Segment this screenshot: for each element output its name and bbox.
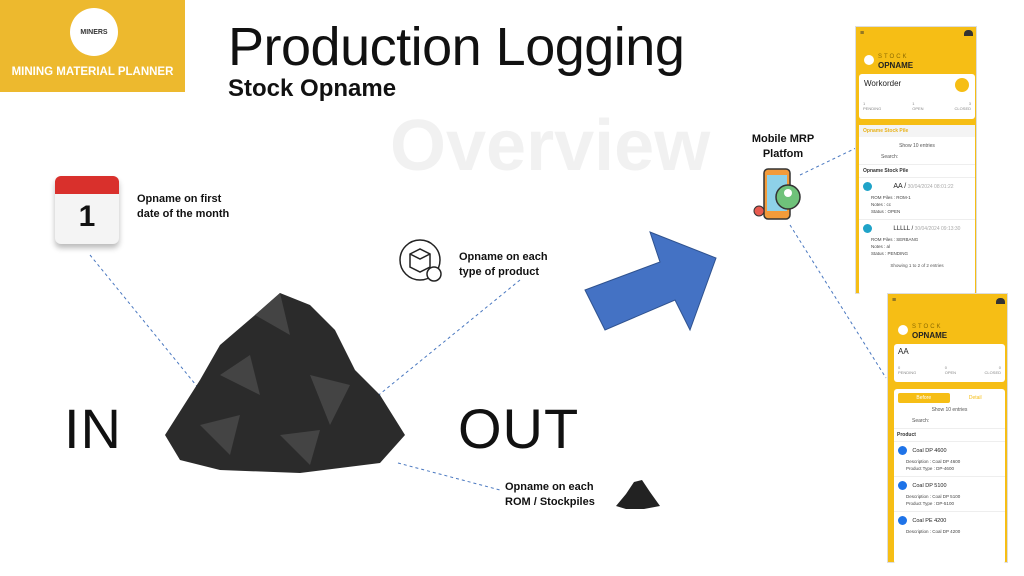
column-header[interactable]: Product [894, 428, 1005, 442]
flow-arrow [584, 231, 717, 332]
item-icon [863, 182, 872, 191]
brand-name: MINING MATERIAL PLANNER [11, 66, 174, 78]
miners-badge: MINERS [70, 8, 118, 56]
label-product: Opname on each type of product [459, 251, 548, 278]
expand-icon[interactable] [898, 446, 907, 455]
calendar-day: 1 [78, 200, 96, 233]
stock-opname-logo-icon [864, 55, 874, 65]
menu-icon[interactable]: ≡ [860, 30, 865, 37]
connector-phone1 [799, 147, 857, 176]
calendar-icon: 1 [55, 176, 119, 244]
brand-bottom: OPNAME [878, 61, 914, 70]
connector-phone2 [789, 224, 887, 379]
small-coal-icon [616, 480, 660, 509]
show-entries[interactable]: Show 10 entries [931, 407, 968, 413]
label-in: IN [64, 397, 122, 460]
product-table-card: Before Detail Show 10 entries Search: Pr… [894, 389, 1005, 564]
miners-icon [996, 298, 1005, 304]
tab-detail[interactable]: Detail [968, 395, 982, 401]
label-first-date: Opname on first date of the month [137, 193, 230, 220]
page-title: Production Logging [228, 17, 685, 77]
miners-icon [964, 30, 973, 36]
coal-pile-image [165, 293, 405, 473]
list-item[interactable]: LLLLL / 30/04/2024 09:13:30 ROM Piles : … [859, 219, 975, 261]
brand-bottom: OPNAME [912, 331, 948, 340]
product-box-icon [399, 239, 442, 282]
menu-icon[interactable]: ≡ [892, 297, 897, 304]
item-icon [863, 224, 872, 233]
add-button[interactable] [955, 78, 969, 92]
connector-calendar [89, 254, 201, 391]
section-title: Opname Stock Pile [859, 125, 975, 137]
column-header[interactable]: Opname Stock Pile [859, 164, 975, 178]
connector-rom [397, 462, 501, 491]
stock-pile-table-card: Opname Stock Pile Show 10 entries Search… [859, 125, 975, 295]
list-item[interactable]: Coal PE 4200 Description : Coal DP 4200 [894, 511, 1005, 539]
search-input[interactable]: Search: [912, 418, 930, 424]
tab-before[interactable]: Before [898, 393, 950, 403]
badge-text: MINERS [80, 28, 108, 36]
brand-logo: MINERS MINING MATERIAL PLANNER [0, 0, 185, 92]
label-out: OUT [458, 397, 580, 460]
card-title: AA [898, 347, 909, 356]
expand-icon[interactable] [898, 516, 907, 525]
connector-product [374, 279, 521, 399]
watermark: Overview [390, 106, 711, 186]
brand-top: STOCK [878, 54, 909, 60]
label-rom: Opname on each ROM / Stockpiles [505, 481, 595, 508]
card-title: Workorder [864, 79, 902, 88]
label-platform: Mobile MRP Platfom [751, 133, 815, 160]
search-input[interactable]: Search: [881, 154, 899, 160]
stock-opname-logo-icon [898, 325, 908, 335]
page-subtitle: Stock Opname [228, 75, 397, 102]
expand-icon[interactable] [898, 481, 907, 490]
show-entries[interactable]: Show 10 entries [899, 143, 935, 149]
table-footer: Showing 1 to 2 of 2 entries [890, 263, 944, 268]
mobile-platform-icon [753, 168, 801, 220]
list-item[interactable]: AA / 30/04/2024 08:01:22 ROM Piles : ROM… [859, 178, 975, 219]
brand-top: STOCK [912, 324, 943, 330]
